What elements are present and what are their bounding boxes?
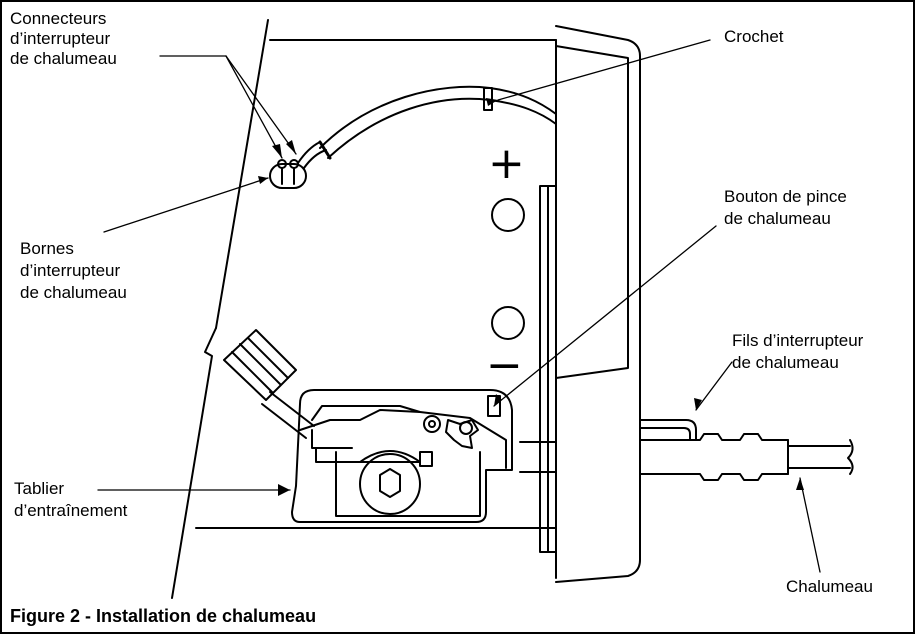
torch-clamp-knob[interactable] <box>445 419 479 449</box>
welder-front-panel <box>555 25 641 583</box>
label-bouton-l2: de chalumeau <box>724 209 831 228</box>
label-connecteurs-l1: Connecteurs <box>10 9 106 28</box>
switch-cable <box>297 85 557 169</box>
label-connecteurs-l2: d’interrupteur <box>10 29 111 48</box>
label-crochet: Crochet <box>724 27 784 46</box>
switch-terminal-block <box>269 159 307 189</box>
inner-channel <box>539 185 557 553</box>
label-bouton-l1: Bouton de pince <box>724 187 847 206</box>
label-bornes-l2: d’interrupteur <box>20 261 121 280</box>
label-chalumeau: Chalumeau <box>786 577 873 596</box>
arrowheads <box>258 98 804 496</box>
tension-arm <box>299 409 441 433</box>
switch-leads <box>639 419 697 441</box>
label-tablier-l1: Tablier <box>14 479 64 498</box>
drive-roller <box>359 450 421 515</box>
label-fils-l2: de chalumeau <box>732 353 839 372</box>
label-tablier-l2: d’entraînement <box>14 501 128 520</box>
label-fils-l1: Fils d’interrupteur <box>732 331 864 350</box>
leader-lines <box>97 39 821 573</box>
inlet-guide <box>223 329 315 439</box>
polarity-plus-terminal <box>491 198 525 232</box>
polarity-minus-terminal <box>491 306 525 340</box>
torch-body <box>519 433 854 481</box>
label-bornes-l1: Bornes <box>20 239 74 258</box>
polarity-plus-symbol: + <box>488 138 525 189</box>
label-connecteurs-l3: de chalumeau <box>10 49 117 68</box>
label-bornes-l3: de chalumeau <box>20 283 127 302</box>
figure-caption: Figure 2 - Installation de chalumeau <box>10 606 316 626</box>
polarity-minus-symbol: − <box>486 340 523 391</box>
